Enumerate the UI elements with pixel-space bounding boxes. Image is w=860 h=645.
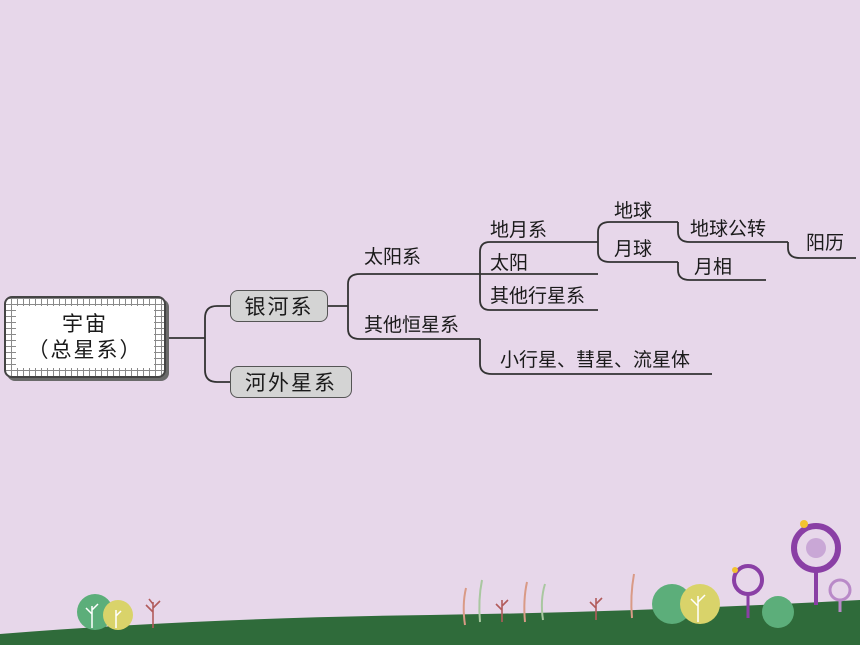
circle-decoration-icon <box>732 564 764 596</box>
tree-icon <box>680 584 720 624</box>
branch-icon <box>690 594 706 622</box>
connector-rev-cal <box>787 242 856 259</box>
bare-tree-icon <box>145 598 161 628</box>
node-earth-revolution: 地球公转 <box>690 218 767 240</box>
node-other-planet-systems: 其他行星系 <box>490 285 586 307</box>
grass-icon <box>478 579 483 623</box>
connector-root-extragalactic <box>204 338 230 383</box>
node-small-bodies: 小行星、彗星、流星体 <box>500 349 691 371</box>
bare-tree-icon <box>495 599 509 622</box>
tree-icon <box>652 584 692 624</box>
node-other-star-systems: 其他恒星系 <box>364 314 460 336</box>
node-sun: 太阳 <box>490 252 529 274</box>
grass-icon <box>462 587 467 626</box>
grass-icon <box>540 583 546 621</box>
ground-hill <box>0 600 860 645</box>
dot-icon <box>800 520 808 528</box>
branch-icon <box>115 610 122 628</box>
connector-solar-planets <box>479 274 598 311</box>
node-moon: 月球 <box>614 238 653 260</box>
node-moon-phase: 月相 <box>694 256 733 278</box>
tree-icon <box>762 596 794 628</box>
tree-icon <box>77 594 113 630</box>
circle-decoration-icon <box>806 538 826 558</box>
node-galaxy: 银河系 <box>230 290 328 322</box>
grass-icon <box>630 573 635 619</box>
connector-other-small <box>479 339 712 375</box>
root-label-line1: 宇宙 <box>62 312 108 336</box>
connector-em-earth <box>597 221 678 242</box>
connector-em-moon <box>597 242 678 263</box>
root-node-universe: 宇宙 （总星系） <box>4 296 166 378</box>
connector-galaxy-other <box>347 306 480 340</box>
connector-solar-earthmoon <box>479 241 598 274</box>
bare-tree-icon <box>589 597 603 620</box>
connector-earth-rev <box>677 222 788 243</box>
node-earth: 地球 <box>614 200 653 222</box>
grass-icon <box>523 581 528 623</box>
circle-decoration-icon <box>828 578 852 602</box>
connector-moon-phase <box>677 262 766 281</box>
node-solar-system: 太阳系 <box>364 246 422 268</box>
root-label-line2: （总星系） <box>27 338 143 362</box>
branch-icon <box>85 603 99 628</box>
connector-galaxy-solar <box>347 273 480 306</box>
dot-icon <box>732 567 738 573</box>
node-solar-calendar: 阳历 <box>806 232 845 254</box>
node-earth-moon-system: 地月系 <box>490 219 548 241</box>
node-extragalactic: 河外星系 <box>230 366 352 398</box>
connector-root-galaxy <box>204 305 230 338</box>
